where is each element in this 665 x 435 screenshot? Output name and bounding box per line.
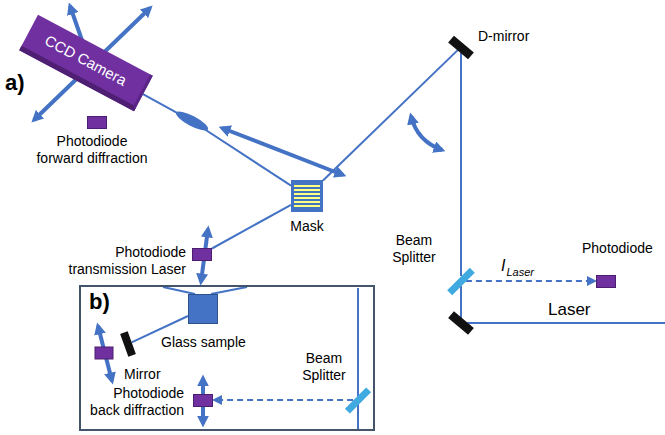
photodiode-label: Photodiode forward diffraction [34, 133, 150, 167]
mask-shape [291, 180, 323, 212]
laser-beam [357, 288, 359, 429]
inset-panel: b)Glass sampleMirrorPhotodiode back diff… [79, 285, 375, 431]
photodiode: Photodiode transmission Laser [192, 248, 212, 261]
photodiode-icon [95, 347, 113, 359]
ccd-camera-shape: CCD Camera [19, 15, 153, 111]
beam-label: Laser [548, 300, 591, 320]
beam-splitter: Beam Splitter [343, 397, 373, 404]
photodiode-label: Photodiode transmission Laser [66, 244, 186, 278]
d-mirror-label: D-mirror [478, 28, 529, 45]
laser-beam [460, 286, 462, 320]
mirror-shape [120, 331, 136, 356]
photodiode-shape [87, 116, 107, 129]
photodiode-label: Photodiode [582, 240, 653, 257]
glass-sample-shape [188, 294, 218, 324]
photodiode: Photodiode back diffraction [193, 394, 213, 407]
mask: Mask [291, 180, 323, 212]
beam-splitter-shape [345, 387, 371, 413]
angle-arrow [411, 116, 442, 150]
photodiode-label: Photodiode back diffraction [85, 385, 184, 419]
mask-label: Mask [282, 218, 332, 235]
laser-beam [143, 94, 291, 185]
laser-beam [323, 50, 458, 180]
glass-sample: Glass sample [188, 294, 218, 324]
diffracted-beam [163, 287, 195, 294]
photodiode-shape [193, 394, 213, 407]
panel-letter: a) [5, 70, 25, 95]
photodiode-shape [192, 248, 212, 261]
photodiode: Photodiode forward diffraction [87, 116, 107, 129]
photodiode: Photodiode [596, 275, 616, 288]
laser-beam [460, 53, 462, 276]
mirror-label: Mirror [124, 366, 161, 383]
intensity-symbol: I [500, 257, 506, 275]
laser-mirror [448, 311, 474, 335]
laser-beam [212, 205, 291, 249]
laser-beam [466, 322, 665, 324]
inset-panel-label: b) [89, 289, 110, 314]
glass-sample-label: Glass sample [161, 334, 246, 351]
photodiode-shape [596, 275, 616, 288]
d-mirror: D-mirror [448, 43, 474, 52]
subscript: Laser [506, 266, 534, 279]
ccd-camera: CCD Camera [21, 43, 151, 83]
dashed-beam [213, 399, 353, 401]
beam-splitter-label: Beam Splitter [293, 350, 355, 384]
beam-splitter-label: Beam Splitter [383, 232, 445, 266]
mirror: Mirror [116, 340, 140, 348]
beam-splitter: Beam Splitter [445, 278, 477, 285]
diffracted-beam [211, 287, 247, 294]
dashed-beam [466, 280, 596, 282]
